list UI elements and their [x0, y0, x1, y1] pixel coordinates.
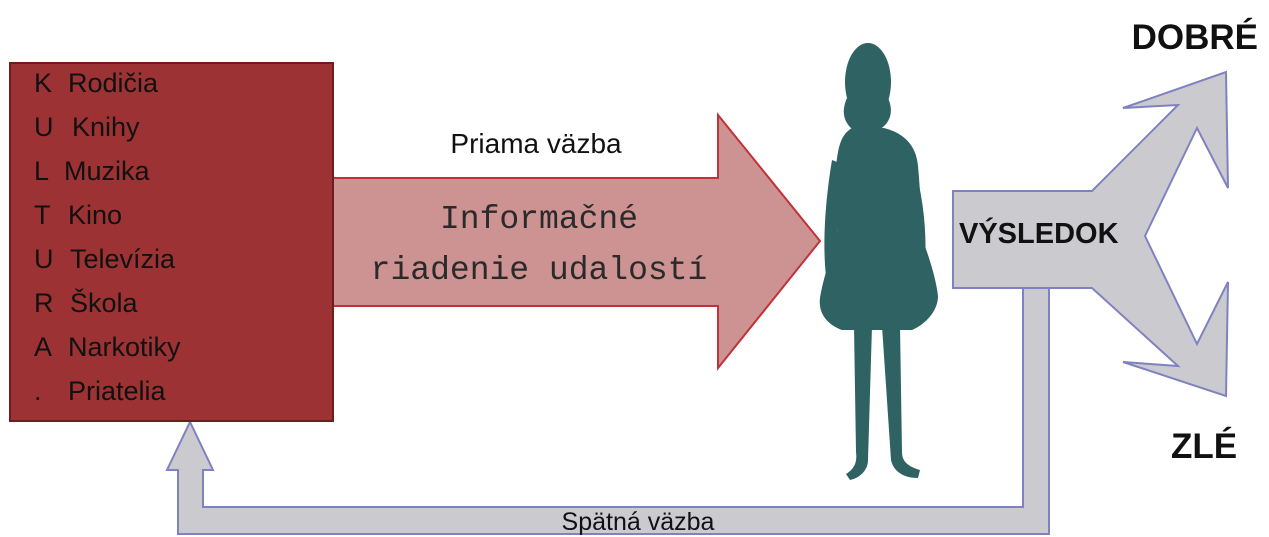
culture-letter: U — [34, 244, 54, 274]
outcome-bad-label: ZLÉ — [1171, 426, 1237, 466]
culture-letter: R — [34, 288, 54, 318]
child-silhouette-icon — [819, 43, 938, 480]
culture-letter: A — [34, 332, 52, 362]
outcome-label: VÝSLEDOK — [959, 216, 1119, 250]
direct-link-label: Priama väzba — [450, 128, 622, 159]
culture-item-label: Škola — [70, 287, 139, 318]
culture-letter: L — [34, 156, 49, 186]
culture-item-label: Televízia — [70, 244, 176, 274]
culture-item-label: Knihy — [72, 112, 140, 142]
culture-letter: . — [34, 376, 42, 406]
feedback-arrow — [165, 284, 1050, 535]
culture-letter: T — [34, 200, 51, 230]
outcome-good-label: DOBRÉ — [1132, 17, 1258, 57]
arrow-text-line2: riadenie udalostí — [371, 252, 708, 289]
culture-letter: U — [34, 112, 54, 142]
culture-item-label: Muzika — [64, 156, 151, 186]
culture-item-label: Kino — [68, 200, 122, 230]
culture-box — [9, 62, 334, 422]
culture-letter: K — [34, 68, 52, 98]
culture-item-label: Rodičia — [68, 68, 159, 98]
feedback-label: Spätná väzba — [562, 508, 715, 536]
culture-item-label: Priatelia — [68, 376, 167, 406]
outcome-arrow — [952, 70, 1229, 398]
direct-link-arrow — [331, 112, 822, 371]
arrow-text-line1: Informačné — [440, 201, 638, 238]
culture-item-label: Narkotiky — [68, 332, 181, 362]
